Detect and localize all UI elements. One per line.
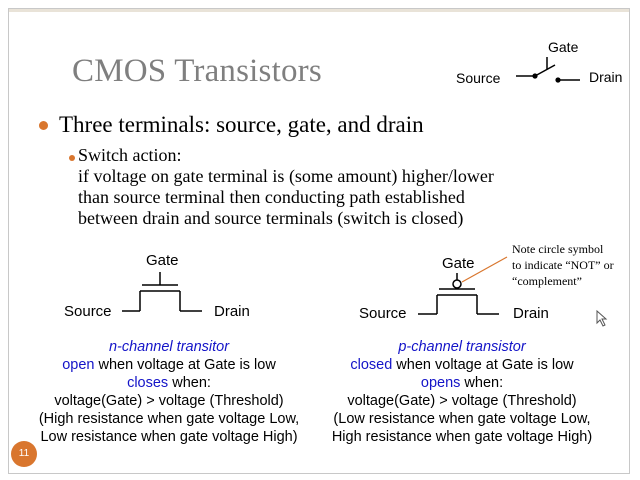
pmos-line3: voltage(Gate) > voltage (Threshold) bbox=[347, 393, 577, 409]
bullet-level1-text: Three terminals: source, gate, and drain bbox=[59, 112, 424, 137]
pmos-transistor-symbol bbox=[418, 256, 508, 315]
bullet-dot-level1 bbox=[39, 121, 48, 130]
pmos-line2: opens when: bbox=[312, 374, 612, 392]
switch-symbol bbox=[516, 57, 580, 83]
annotation-line: Note circle symbol bbox=[512, 242, 604, 256]
nmos-line1-highlight: open bbox=[62, 357, 95, 373]
pmos-line1-rest: when voltage at Gate is low bbox=[392, 357, 574, 373]
nmos-gate-label: Gate bbox=[146, 252, 179, 269]
pmos-line5: High resistance when gate voltage High) bbox=[331, 429, 593, 445]
pmos-line2-rest: when: bbox=[460, 375, 504, 391]
slide: CMOS Transistors Gate Source Drain Three… bbox=[8, 8, 630, 474]
annotation-line: to indicate “NOT” or bbox=[512, 258, 614, 272]
nmos-line1-rest: when voltage at Gate is low bbox=[94, 357, 276, 373]
pmos-source-label: Source bbox=[359, 305, 407, 322]
bullet-level2-line: if voltage on gate terminal is (some amo… bbox=[78, 166, 494, 186]
pmos-line1-highlight: closed bbox=[350, 357, 393, 373]
bullet-level2-heading: Switch action: bbox=[78, 145, 182, 165]
annotation-line: “complement” bbox=[512, 274, 582, 288]
nmos-drain-label: Drain bbox=[214, 303, 250, 320]
nmos-source-label: Source bbox=[64, 303, 112, 320]
bullet-level2-line: between drain and source terminals (swit… bbox=[78, 208, 464, 228]
nmos-transistor-symbol bbox=[122, 272, 202, 312]
pmos-drain-label: Drain bbox=[513, 305, 549, 322]
slide-title: CMOS Transistors bbox=[72, 53, 322, 89]
nmos-line2-highlight: closes bbox=[127, 375, 169, 391]
nmos-description: n-channel transitor open when voltage at… bbox=[19, 338, 319, 446]
slide-top-bar bbox=[9, 9, 629, 12]
nmos-line4: (High resistance when gate voltage Low, bbox=[38, 411, 300, 427]
pmos-description: p-channel transistor closed when voltage… bbox=[312, 338, 612, 446]
pmos-line2-highlight: opens bbox=[420, 375, 461, 391]
nmos-line1: open when voltage at Gate is low bbox=[19, 356, 319, 374]
nmos-title: n-channel transitor bbox=[108, 339, 230, 355]
pmos-line1: closed when voltage at Gate is low bbox=[312, 356, 612, 374]
nmos-line2: closes when: bbox=[19, 374, 319, 392]
switch-source-label: Source bbox=[456, 70, 501, 86]
bullet-level2: Switch action: if voltage on gate termin… bbox=[78, 145, 494, 229]
switch-drain-label: Drain bbox=[589, 69, 623, 85]
page-number-badge: 11 bbox=[11, 441, 37, 467]
bullet-level2-line: than source terminal then conducting pat… bbox=[78, 187, 465, 207]
nmos-line5: Low resistance when gate voltage High) bbox=[40, 429, 298, 445]
pmos-title: p-channel transistor bbox=[398, 339, 526, 355]
mouse-cursor-icon bbox=[596, 309, 608, 327]
nmos-line3: voltage(Gate) > voltage (Threshold) bbox=[54, 393, 284, 409]
pmos-gate-label: Gate bbox=[442, 255, 475, 272]
annotation-pointer-line bbox=[461, 256, 508, 283]
pmos-line4: (Low resistance when gate voltage Low, bbox=[333, 411, 591, 427]
bullet-dot-level2 bbox=[69, 155, 75, 161]
annotation-note: Note circle symbol to indicate “NOT” or … bbox=[512, 241, 614, 289]
switch-gate-label: Gate bbox=[548, 39, 579, 55]
nmos-line2-rest: when: bbox=[168, 375, 211, 391]
